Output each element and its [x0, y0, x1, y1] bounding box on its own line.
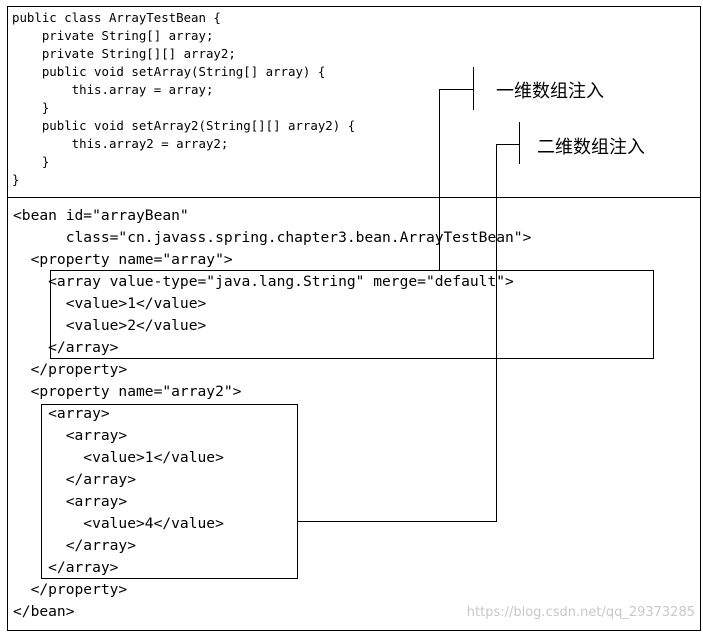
java-line: public void setArray(String[] array) {: [12, 64, 326, 79]
one-dim-array-box: [50, 270, 654, 359]
java-line: private String[] array;: [12, 28, 214, 43]
diagram-frame: [7, 6, 701, 631]
java-line: this.array2 = array2;: [12, 136, 229, 151]
xml-line: <property name="array">: [13, 251, 233, 268]
java-line: }: [12, 172, 20, 187]
xml-line: <value>1</value>: [13, 295, 207, 312]
xml-line: </property>: [13, 361, 128, 378]
xml-line: <array>: [13, 493, 128, 510]
xml-line: </array>: [13, 471, 137, 488]
xml-line: </array>: [13, 559, 119, 576]
two-dim-label: 二维数组注入: [537, 137, 645, 158]
xml-line: class="cn.javass.spring.chapter3.bean.Ar…: [13, 229, 532, 246]
xml-line: <array>: [13, 427, 128, 444]
java-line: this.array = array;: [12, 82, 214, 97]
xml-line: <value>1</value>: [13, 449, 224, 466]
java-line: }: [12, 154, 50, 169]
xml-line: <property name="array2">: [13, 383, 242, 400]
xml-line: </array>: [13, 339, 119, 356]
java-line: public void setArray2(String[][] array2)…: [12, 118, 356, 133]
xml-line: <array>: [13, 405, 110, 422]
xml-line: </array>: [13, 537, 137, 554]
xml-line: </property>: [13, 581, 128, 598]
section-divider: [7, 197, 701, 198]
watermark: https://blog.csdn.net/qq_29373285: [466, 605, 695, 620]
xml-line: <value>2</value>: [13, 317, 207, 334]
xml-line: </bean>: [13, 603, 75, 620]
two-dim-array-box: [41, 404, 298, 579]
java-line: }: [12, 100, 50, 115]
xml-line: <value>4</value>: [13, 515, 224, 532]
xml-line: <bean id="arrayBean": [13, 207, 189, 224]
java-line: private String[][] array2;: [12, 46, 236, 61]
one-dim-label: 一维数组注入: [496, 81, 604, 102]
xml-line: <array value-type="java.lang.String" mer…: [13, 273, 514, 290]
java-line: public class ArrayTestBean {: [12, 10, 221, 25]
